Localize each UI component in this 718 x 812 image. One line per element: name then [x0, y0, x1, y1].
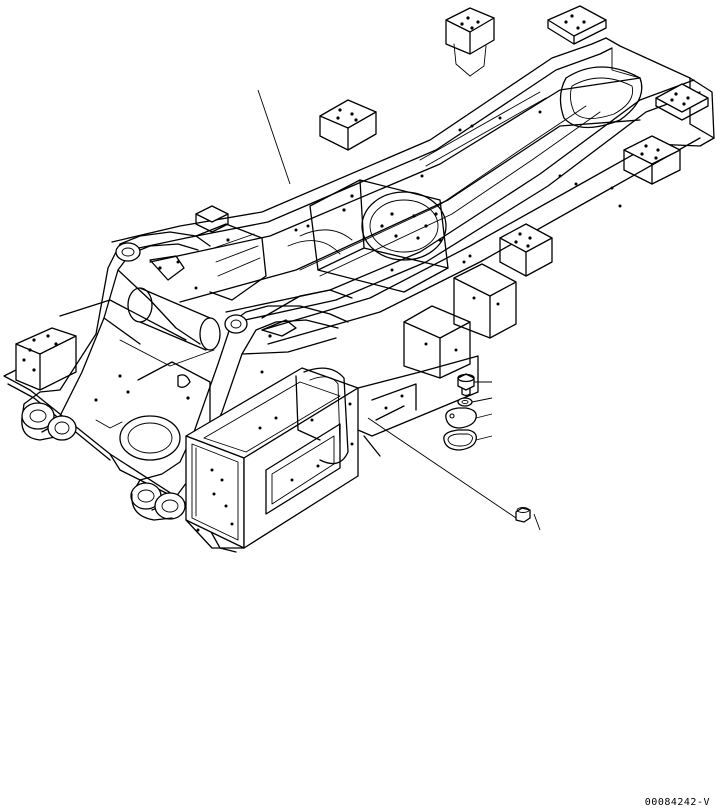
frame-bolt-holes: [176, 110, 622, 422]
drawing-code-label: 00084242-V: [644, 797, 710, 808]
gasket-part: [444, 430, 477, 450]
boom-arm-right: [131, 290, 352, 520]
plug-part: [516, 508, 530, 523]
leader-line-washer: [472, 398, 492, 402]
boom-arm-left: [22, 224, 266, 440]
leader-line-gasket: [476, 436, 492, 440]
leader-line-frame: [258, 90, 290, 184]
main-frame: [112, 38, 714, 344]
leader-line-cover-plate: [476, 414, 492, 418]
mounting-pads: [196, 6, 708, 276]
leader-line-plug-mount: [368, 418, 516, 518]
center-cross-member: [288, 180, 448, 292]
leader-lines: [258, 90, 540, 530]
front-box-frame: [186, 264, 516, 548]
front-lower-frame: [4, 300, 236, 552]
bolt-part: [458, 374, 474, 396]
cover-plate-part: [446, 408, 477, 428]
leader-line-plug: [534, 514, 540, 530]
exploded-parts: [444, 374, 530, 522]
washer-part: [458, 398, 472, 406]
